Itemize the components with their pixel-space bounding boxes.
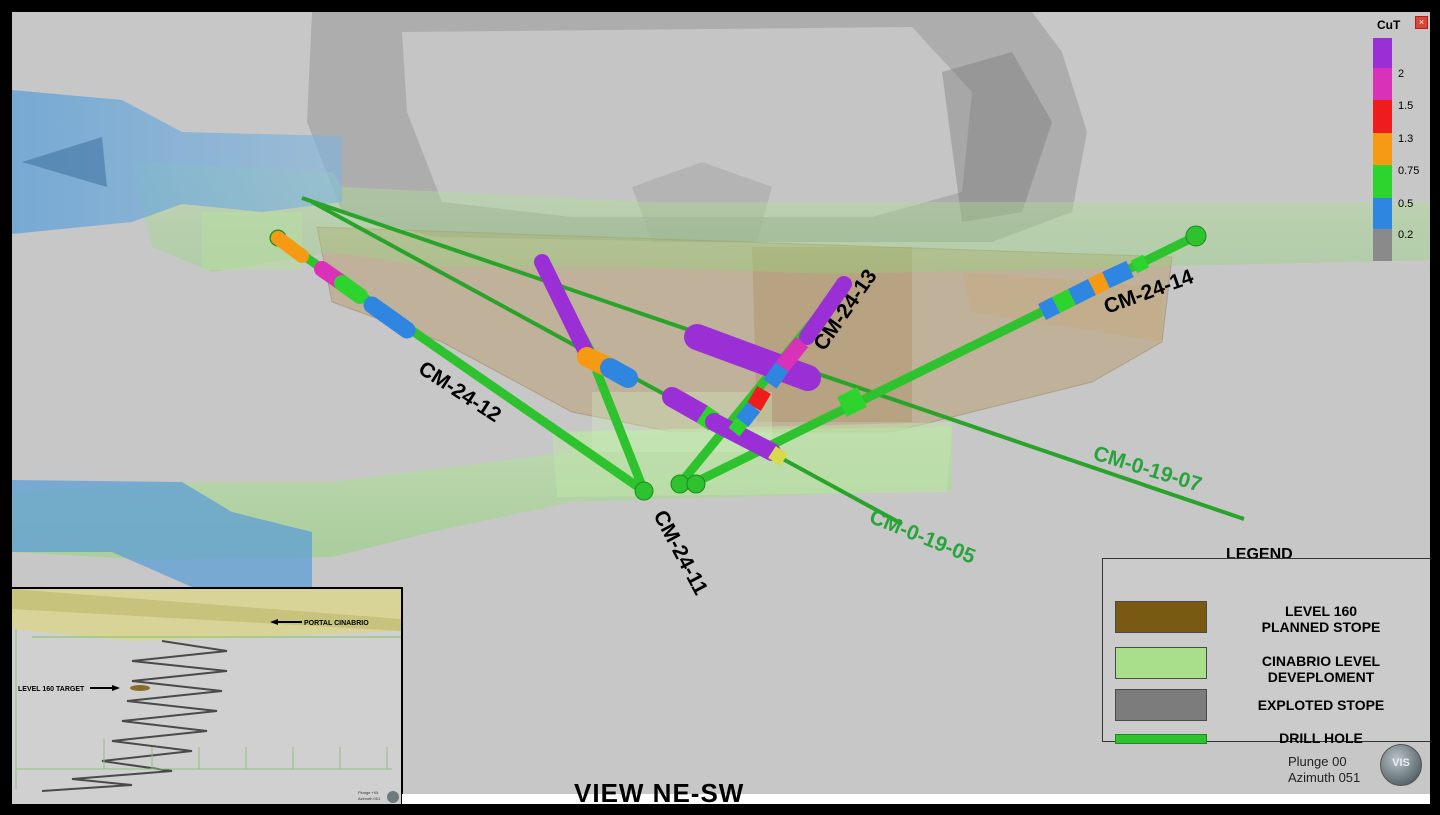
orientation-readout: Plunge 00 Azimuth 051: [1288, 754, 1360, 786]
colorbar-label: 0.5: [1398, 198, 1414, 210]
legend-item-planned-stope: LEVEL 160 PLANNED STOPE: [1103, 581, 1430, 635]
colorbar-label: 1.3: [1398, 133, 1414, 145]
colorbar-label: 2: [1398, 68, 1405, 80]
legend-swatch: [1115, 689, 1207, 721]
legend-swatch: [1115, 734, 1207, 744]
legend-label-line: CINABRIO LEVEL: [1261, 653, 1381, 669]
legend-label-line: DEVEPLOMENT: [1267, 669, 1375, 685]
legend-swatch: [1115, 601, 1207, 633]
colorbar-label: 1.5: [1398, 100, 1414, 112]
colorbar-segment: [1373, 198, 1392, 229]
plunge-readout: Plunge 00: [1288, 754, 1347, 769]
close-icon[interactable]: ×: [1415, 16, 1428, 29]
label-cm-24-11: CM-24-11: [649, 507, 713, 599]
inset-orient-text: Azimuth 051: [358, 796, 381, 801]
inset-canvas: PORTAL CINABRIO LEVEL 160 TARGET Plunge …: [12, 589, 401, 803]
view-title: VIEW NE-SW: [574, 778, 745, 804]
legend: LEVEL 160 PLANNED STOPE CINABRIO LEVEL D…: [1102, 558, 1430, 746]
inset-overview[interactable]: PORTAL CINABRIO LEVEL 160 TARGET Plunge …: [12, 587, 403, 804]
bottom-strip: [402, 794, 1430, 804]
blue-workings: [12, 90, 342, 587]
legend-label-line: LEVEL 160: [1284, 603, 1358, 619]
nav-globe-label: VIS: [1392, 757, 1410, 769]
scene-canvas[interactable]: CM-24-12 CM-24-11 CM-24-13 CM-24-14 CM-0…: [12, 12, 1430, 804]
cinabrio-development-upper: [132, 162, 1430, 274]
inset-orient-text: Plunge +05: [358, 790, 379, 795]
colorbar-segment: [1373, 165, 1392, 198]
legend-item-exploited-stope: EXPLOTED STOPE: [1103, 669, 1430, 721]
inset-portal-label: PORTAL CINABRIO: [304, 620, 369, 627]
legend-item-development: CINABRIO LEVEL DEVEPLOMENT: [1103, 627, 1430, 685]
legend-label-line: PLANNED STOPE: [1261, 619, 1381, 635]
label-cm-0-19-05: CM-0-19-05: [866, 505, 979, 568]
colorbar-label: 0.75: [1398, 165, 1420, 177]
3d-viewport[interactable]: CM-24-12 CM-24-11 CM-24-13 CM-24-14 CM-0…: [12, 12, 1430, 804]
label-cm-0-19-07: CM-0-19-07: [1091, 442, 1205, 497]
colorbar-label: 0.2: [1398, 229, 1414, 241]
colorbar-segment: [1373, 133, 1392, 165]
legend-label: EXPLOTED STOPE: [1257, 697, 1385, 713]
assay-intervals: [271, 231, 1150, 466]
azimuth-readout: Azimuth 051: [1288, 770, 1361, 785]
colorbar-segment: [1373, 229, 1392, 261]
legend-label: DRILL HOLE: [1279, 730, 1363, 746]
colorbar-segment: [1373, 68, 1392, 100]
inset-nav-globe-icon: [387, 791, 399, 803]
inset-target-label: LEVEL 160 TARGET: [18, 686, 85, 693]
legend-item-drill-hole: DRILL HOLE: [1103, 709, 1430, 749]
legend-label: CINABRIO LEVEL DEVEPLOMENT: [1221, 653, 1421, 685]
legend-swatch: [1115, 647, 1207, 679]
colorbar-segment: [1373, 38, 1392, 68]
colorbar-title: CuT: [1377, 18, 1401, 32]
legend-label: LEVEL 160 PLANNED STOPE: [1221, 603, 1421, 635]
navigation-globe-icon[interactable]: VIS: [1380, 744, 1422, 786]
colorbar-segment: [1373, 100, 1392, 133]
